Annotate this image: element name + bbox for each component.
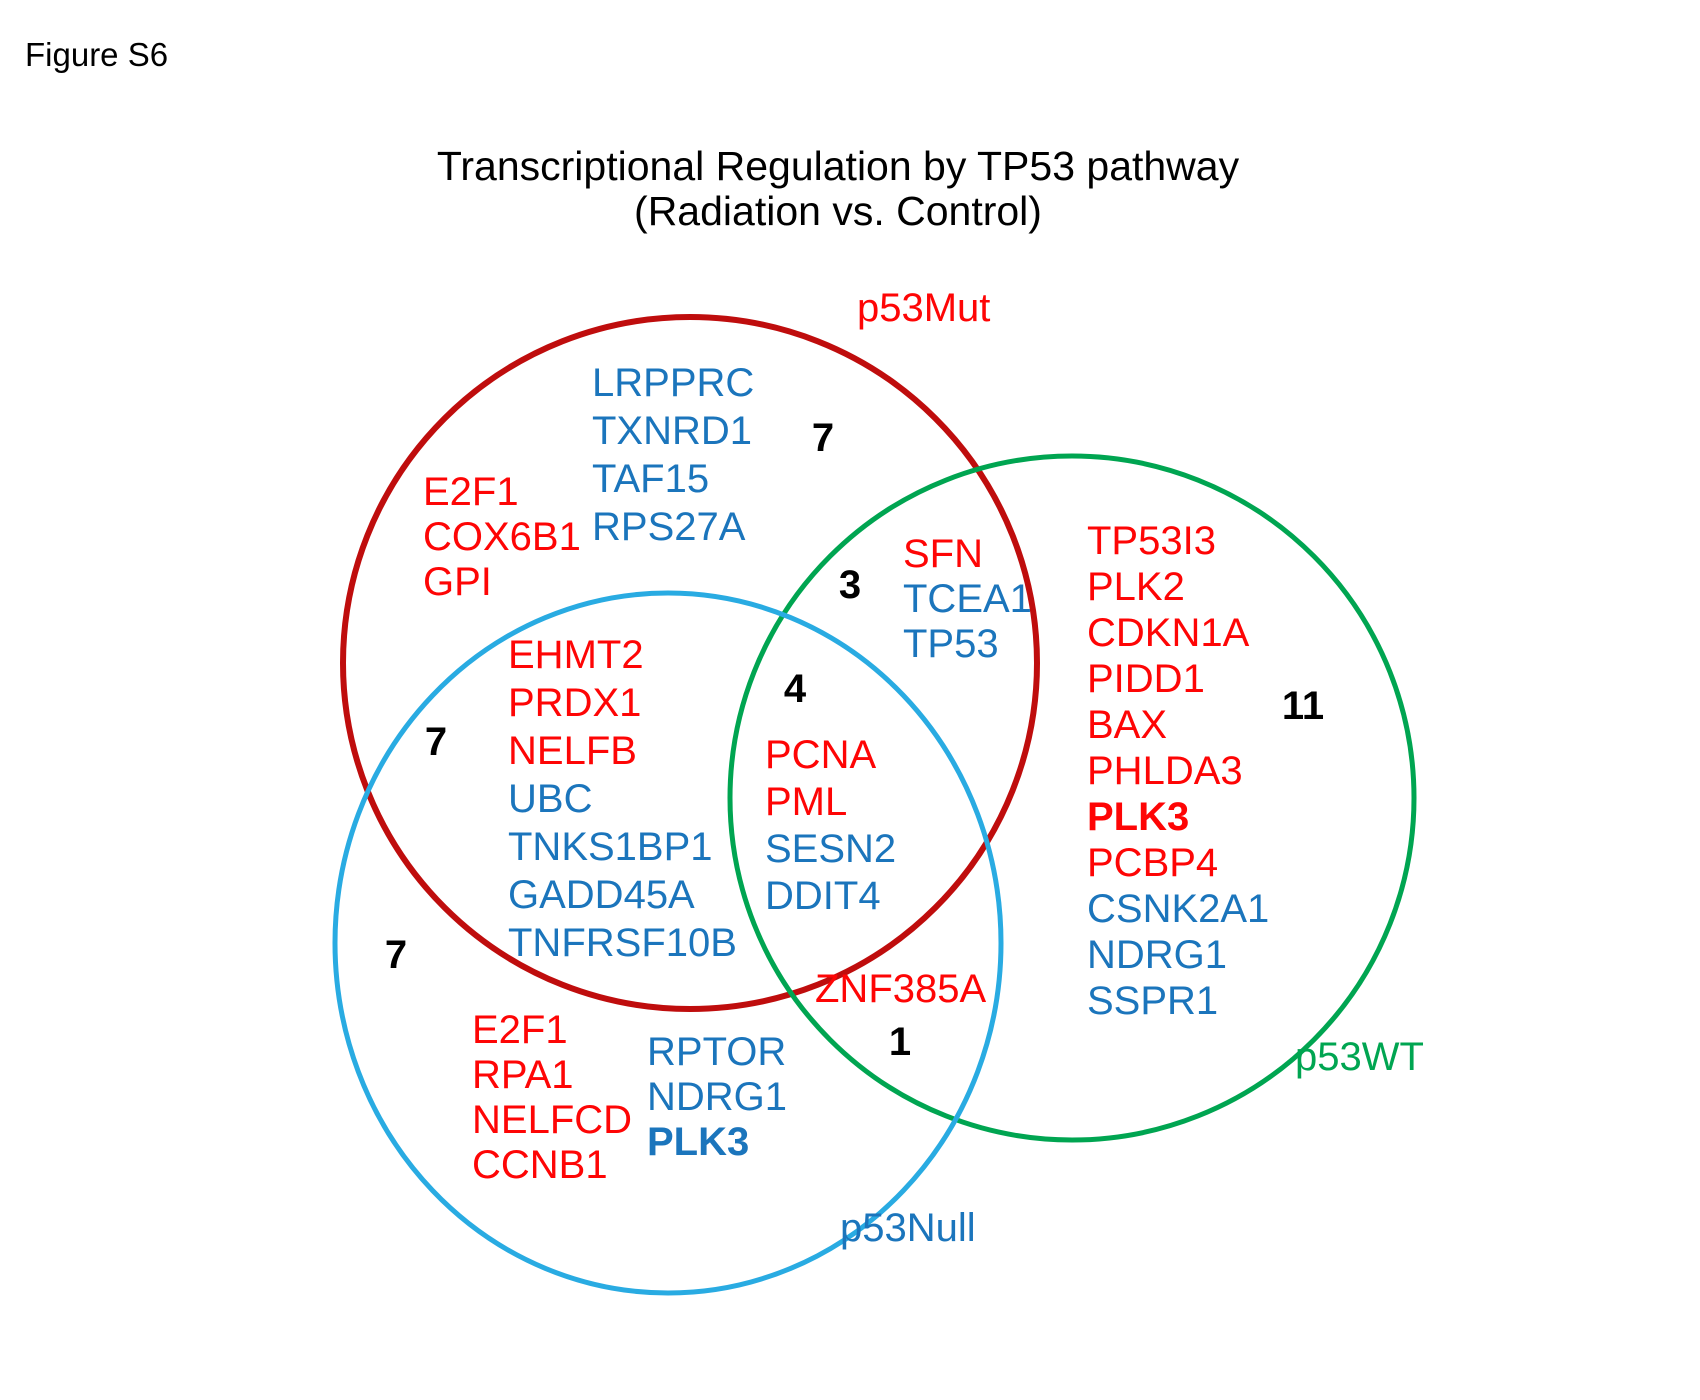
gene-label: NELFCD <box>472 1098 633 1142</box>
count-wt-only: 11 <box>1281 684 1325 728</box>
count-mut-null: 7 <box>424 720 448 764</box>
gene-label: NDRG1 <box>1087 933 1228 977</box>
gene-label: DDIT4 <box>765 874 881 918</box>
gene-label: E2F1 <box>423 470 519 514</box>
gene-label: TNKS1BP1 <box>508 825 713 869</box>
gene-label: PIDD1 <box>1087 657 1205 701</box>
gene-label: E2F1 <box>472 1008 568 1052</box>
gene-label: PLK3 <box>1087 795 1190 839</box>
gene-label: EHMT2 <box>508 633 644 677</box>
count-wt-null: 1 <box>888 1020 912 1064</box>
gene-label: ZNF385A <box>815 967 987 1011</box>
gene-label: LRPPRC <box>592 361 755 405</box>
gene-label: GPI <box>423 560 492 604</box>
gene-label: PRDX1 <box>508 681 642 725</box>
figure-label: Figure S6 <box>25 36 169 73</box>
chart-title-line2: (Radiation vs. Control) <box>634 188 1042 234</box>
chart-title-line1: Transcriptional Regulation by TP53 pathw… <box>436 143 1240 189</box>
set-label-p53wt: p53WT <box>1295 1035 1424 1079</box>
count-null-only: 7 <box>384 933 408 977</box>
gene-label: BAX <box>1087 703 1168 747</box>
gene-label: TXNRD1 <box>592 409 753 453</box>
gene-label: CCNB1 <box>472 1143 608 1187</box>
gene-label: SSPR1 <box>1087 979 1219 1023</box>
gene-label: SFN <box>903 532 983 576</box>
gene-label: CSNK2A1 <box>1087 887 1270 931</box>
count-mut-wt: 3 <box>838 563 862 607</box>
gene-list-wt-null: ZNF385A <box>815 967 986 1012</box>
p53mut-circle <box>340 314 1040 1012</box>
gene-label: PLK2 <box>1087 565 1185 609</box>
gene-label: GADD45A <box>508 873 695 917</box>
p53null-circle <box>332 590 1004 1296</box>
count-all-three: 4 <box>783 667 807 711</box>
gene-label: PHLDA3 <box>1087 749 1243 793</box>
gene-label: TP53I3 <box>1087 519 1216 563</box>
gene-label: COX6B1 <box>423 515 581 559</box>
gene-label: PCNA <box>765 733 877 777</box>
gene-label: SESN2 <box>765 827 897 871</box>
gene-label: TP53 <box>903 622 999 666</box>
set-label-p53null: p53Null <box>840 1206 976 1250</box>
gene-label: RPS27A <box>592 505 746 549</box>
gene-label: NELFB <box>508 729 637 773</box>
gene-label: NDRG1 <box>647 1075 788 1119</box>
gene-label: CDKN1A <box>1087 611 1250 655</box>
count-mut-only: 7 <box>811 416 835 460</box>
chart-title: Transcriptional Regulation by TP53 pathw… <box>0 144 1676 234</box>
gene-label: RPTOR <box>647 1030 787 1074</box>
gene-label: PLK3 <box>647 1120 750 1164</box>
gene-label: TNFRSF10B <box>508 921 737 965</box>
gene-label: TAF15 <box>592 457 710 501</box>
gene-label: PML <box>765 780 848 824</box>
p53wt-circle <box>727 453 1417 1143</box>
set-label-p53mut: p53Mut <box>857 286 991 330</box>
gene-label: UBC <box>508 777 593 821</box>
gene-label: PCBP4 <box>1087 841 1219 885</box>
gene-label: RPA1 <box>472 1053 574 1097</box>
gene-label: TCEA1 <box>903 577 1032 621</box>
